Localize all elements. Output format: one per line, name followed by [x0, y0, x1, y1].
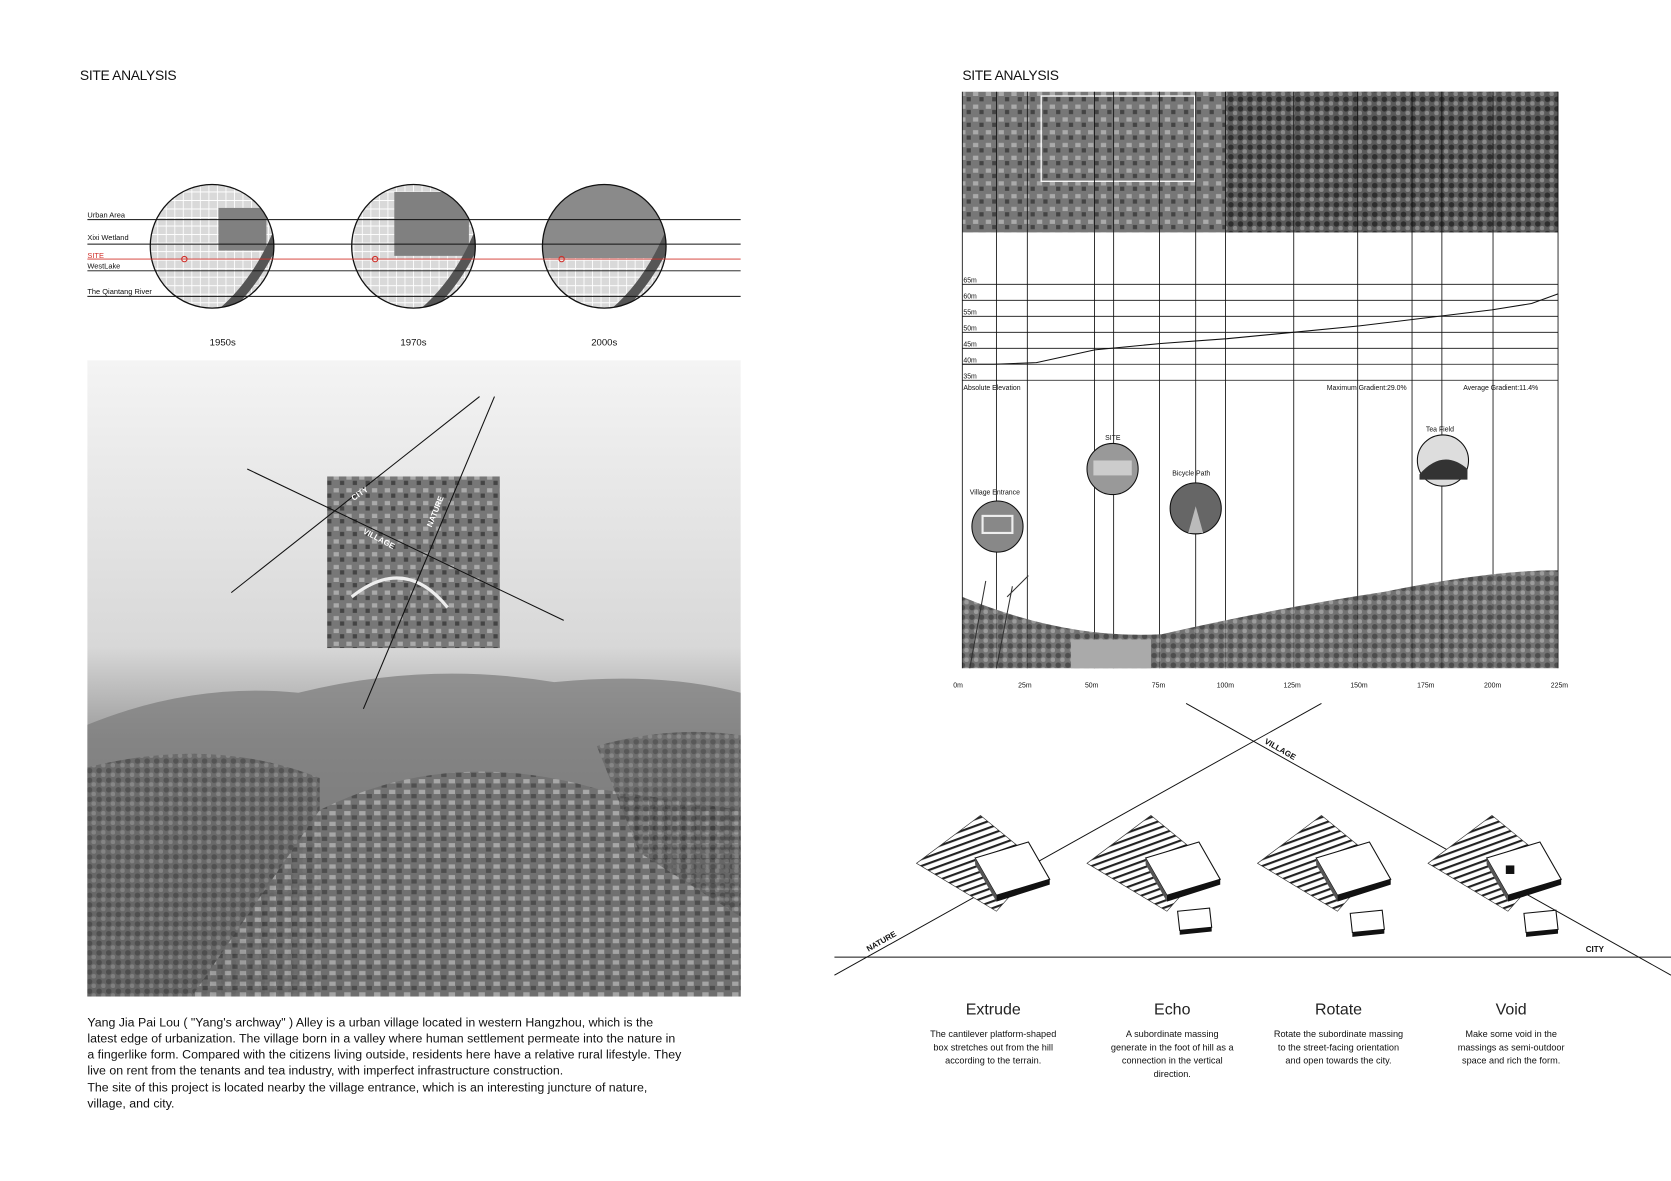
elevation-tick: 45m [963, 342, 977, 349]
elevation-tick: 40m [963, 358, 977, 365]
landscape-section-photo [962, 570, 1559, 669]
map-year-label: 1970s [400, 337, 426, 348]
point-label: Bicycle Path [1172, 470, 1210, 477]
distance-tick: 25m [1018, 682, 1032, 689]
strategy-description-line: according to the terrain. [945, 1056, 1041, 1066]
strategy-title: Void [1496, 1002, 1527, 1019]
strategy-title: Rotate [1315, 1002, 1362, 1019]
strategy-description-line: to the street-facing orientation [1278, 1042, 1399, 1052]
historic-map-2000s [541, 183, 667, 309]
strategy-title: Extrude [966, 1002, 1021, 1019]
paragraph-line: latest edge of urbanization. The village… [87, 1031, 675, 1045]
point-site: SITE [1086, 435, 1139, 496]
strategy-description-line: The cantilever platform-shaped [930, 1029, 1056, 1039]
avg-gradient-label: Average Gradient:11.4% [1463, 385, 1538, 392]
distance-tick: 125m [1284, 682, 1302, 689]
elevation-tick: 60m [963, 294, 977, 301]
legend-site: SITE [87, 251, 104, 260]
paragraph-line: a fingerlike form. Compared with the cit… [87, 1047, 682, 1061]
river-shape [210, 227, 274, 309]
elevation-tick-labels: 65m 60m 55m 50m 45m 40m 35m [963, 278, 977, 381]
legend-urban-area: Urban Area [87, 211, 125, 220]
site-marker-icon [371, 255, 379, 263]
legend-qiantang-river: The Qiantang River [87, 287, 152, 296]
point-bicycle-path: Bicycle Path [1169, 470, 1222, 535]
elevation-gridlines [962, 283, 1559, 381]
elevation-tick: 35m [963, 374, 977, 381]
distance-tick: 0m [953, 682, 963, 689]
distance-axis-labels: 0m 25m 50m 75m 100m 125m 150m 175m 200m 225m [953, 682, 1568, 689]
elevation-tick: 65m [963, 278, 977, 285]
map-legend-lines [87, 219, 741, 297]
point-village-entrance: Village Entrance [970, 490, 1024, 553]
map-year-label: 1950s [210, 337, 236, 348]
paragraph-line: Yang Jia Pai Lou ( "Yang's archway" ) Al… [87, 1015, 653, 1029]
strategy-description-line: box stretches out from the hill [933, 1042, 1053, 1052]
strategy-description-line: Make some void in the [1465, 1029, 1557, 1039]
strategy-description-line: massings as semi-outdoor [1458, 1042, 1565, 1052]
distance-tick: 75m [1152, 682, 1166, 689]
aerial-village-photo [87, 360, 741, 997]
right-page-title: SITE ANALYSIS [962, 67, 1058, 83]
strategy-echo: Echo A subordinate massing generate in the… [1111, 1002, 1235, 1079]
strategy-description-line: connection in the vertical [1122, 1056, 1223, 1066]
distance-tick: 50m [1085, 682, 1099, 689]
site-description-paragraph: Yang Jia Pai Lou ( "Yang's archway" ) Al… [87, 1015, 682, 1110]
massing-rotate [1256, 814, 1392, 938]
paragraph-line: The site of this project is located near… [87, 1080, 647, 1094]
site-marker-icon [181, 255, 188, 263]
paragraph-line: village, and city. [87, 1096, 174, 1110]
historic-map-1950s [149, 183, 275, 309]
site-satellite-diagram: CITY VILLAGE NATURE [230, 396, 564, 709]
axis-label-city: CITY [1586, 945, 1605, 954]
strategy-description-line: and open towards the city. [1285, 1056, 1391, 1066]
massing-extrude [915, 814, 1051, 912]
aerial-strip-photo [962, 91, 1559, 233]
point-tea-field: Tea Field [1416, 427, 1470, 487]
strategy-description-line: direction. [1154, 1069, 1191, 1079]
strategy-description-line: Rotate the subordinate massing [1274, 1029, 1403, 1039]
elevation-profile-line [962, 293, 1559, 365]
point-label: SITE [1105, 435, 1121, 442]
axis-label-nature: NATURE [865, 929, 898, 953]
distance-tick: 175m [1417, 682, 1435, 689]
point-label: Tea Field [1426, 427, 1454, 434]
elevation-tick: 50m [963, 326, 977, 333]
strategy-title: Echo [1154, 1002, 1191, 1019]
legend-xixi-wetland: Xixi Wetland [87, 233, 128, 242]
massing-void [1427, 814, 1562, 938]
map-year-label: 2000s [591, 337, 617, 348]
distance-tick: 200m [1484, 682, 1502, 689]
strategy-description-line: A subordinate massing [1126, 1029, 1219, 1039]
strategy-description-line: generate in the foot of hill as a [1111, 1042, 1235, 1052]
strategy-description-line: space and rich the form. [1462, 1056, 1560, 1066]
distance-tick: 150m [1350, 682, 1368, 689]
absolute-elevation-label: Absolute Elevation [963, 385, 1020, 392]
paragraph-line: live on rent from the tenants and tea in… [87, 1063, 563, 1077]
max-gradient-label: Maximum Gradient:29.0% [1327, 385, 1407, 392]
elevation-tick: 55m [963, 310, 977, 317]
point-label: Village Entrance [970, 490, 1020, 497]
massing-echo [1086, 814, 1221, 936]
historic-map-1970s [351, 183, 476, 309]
site-marker-icon [558, 255, 565, 263]
urban-area-fill [218, 207, 267, 251]
legend-west-lake: WestLake [87, 262, 120, 271]
distance-tick: 100m [1217, 682, 1235, 689]
left-page-title: SITE ANALYSIS [80, 67, 176, 83]
distance-tick: 225m [1551, 682, 1569, 689]
